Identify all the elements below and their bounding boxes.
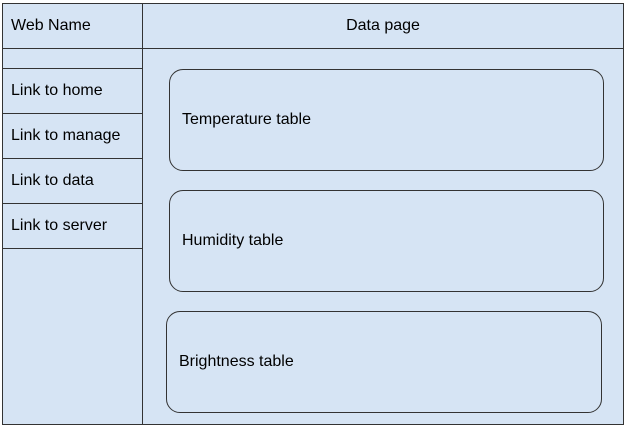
sidebar-item-label: Link to manage: [11, 127, 121, 144]
sidebar-item-manage[interactable]: Link to manage: [2, 113, 143, 159]
sidebar-item-server[interactable]: Link to server: [2, 203, 143, 249]
sidebar-item-label: Link to data: [11, 172, 94, 189]
sidebar-item-label: Link to home: [11, 82, 103, 99]
humidity-table-label: Humidity table: [182, 232, 284, 249]
humidity-table-card: Humidity table: [169, 190, 604, 292]
brightness-table-card: Brightness table: [166, 311, 602, 413]
temperature-table-card: Temperature table: [169, 69, 604, 171]
sidebar-item-label: Link to server: [11, 217, 108, 234]
sidebar-item-data[interactable]: Link to data: [2, 158, 143, 204]
temperature-table-label: Temperature table: [182, 111, 311, 128]
page-title: Data page: [346, 17, 420, 34]
web-name-label: Web Name: [11, 17, 91, 34]
sidebar-item-home[interactable]: Link to home: [2, 68, 143, 114]
brightness-table-label: Brightness table: [179, 353, 294, 370]
page-title-header: Data page: [142, 3, 624, 49]
web-name-header: Web Name: [2, 3, 143, 49]
